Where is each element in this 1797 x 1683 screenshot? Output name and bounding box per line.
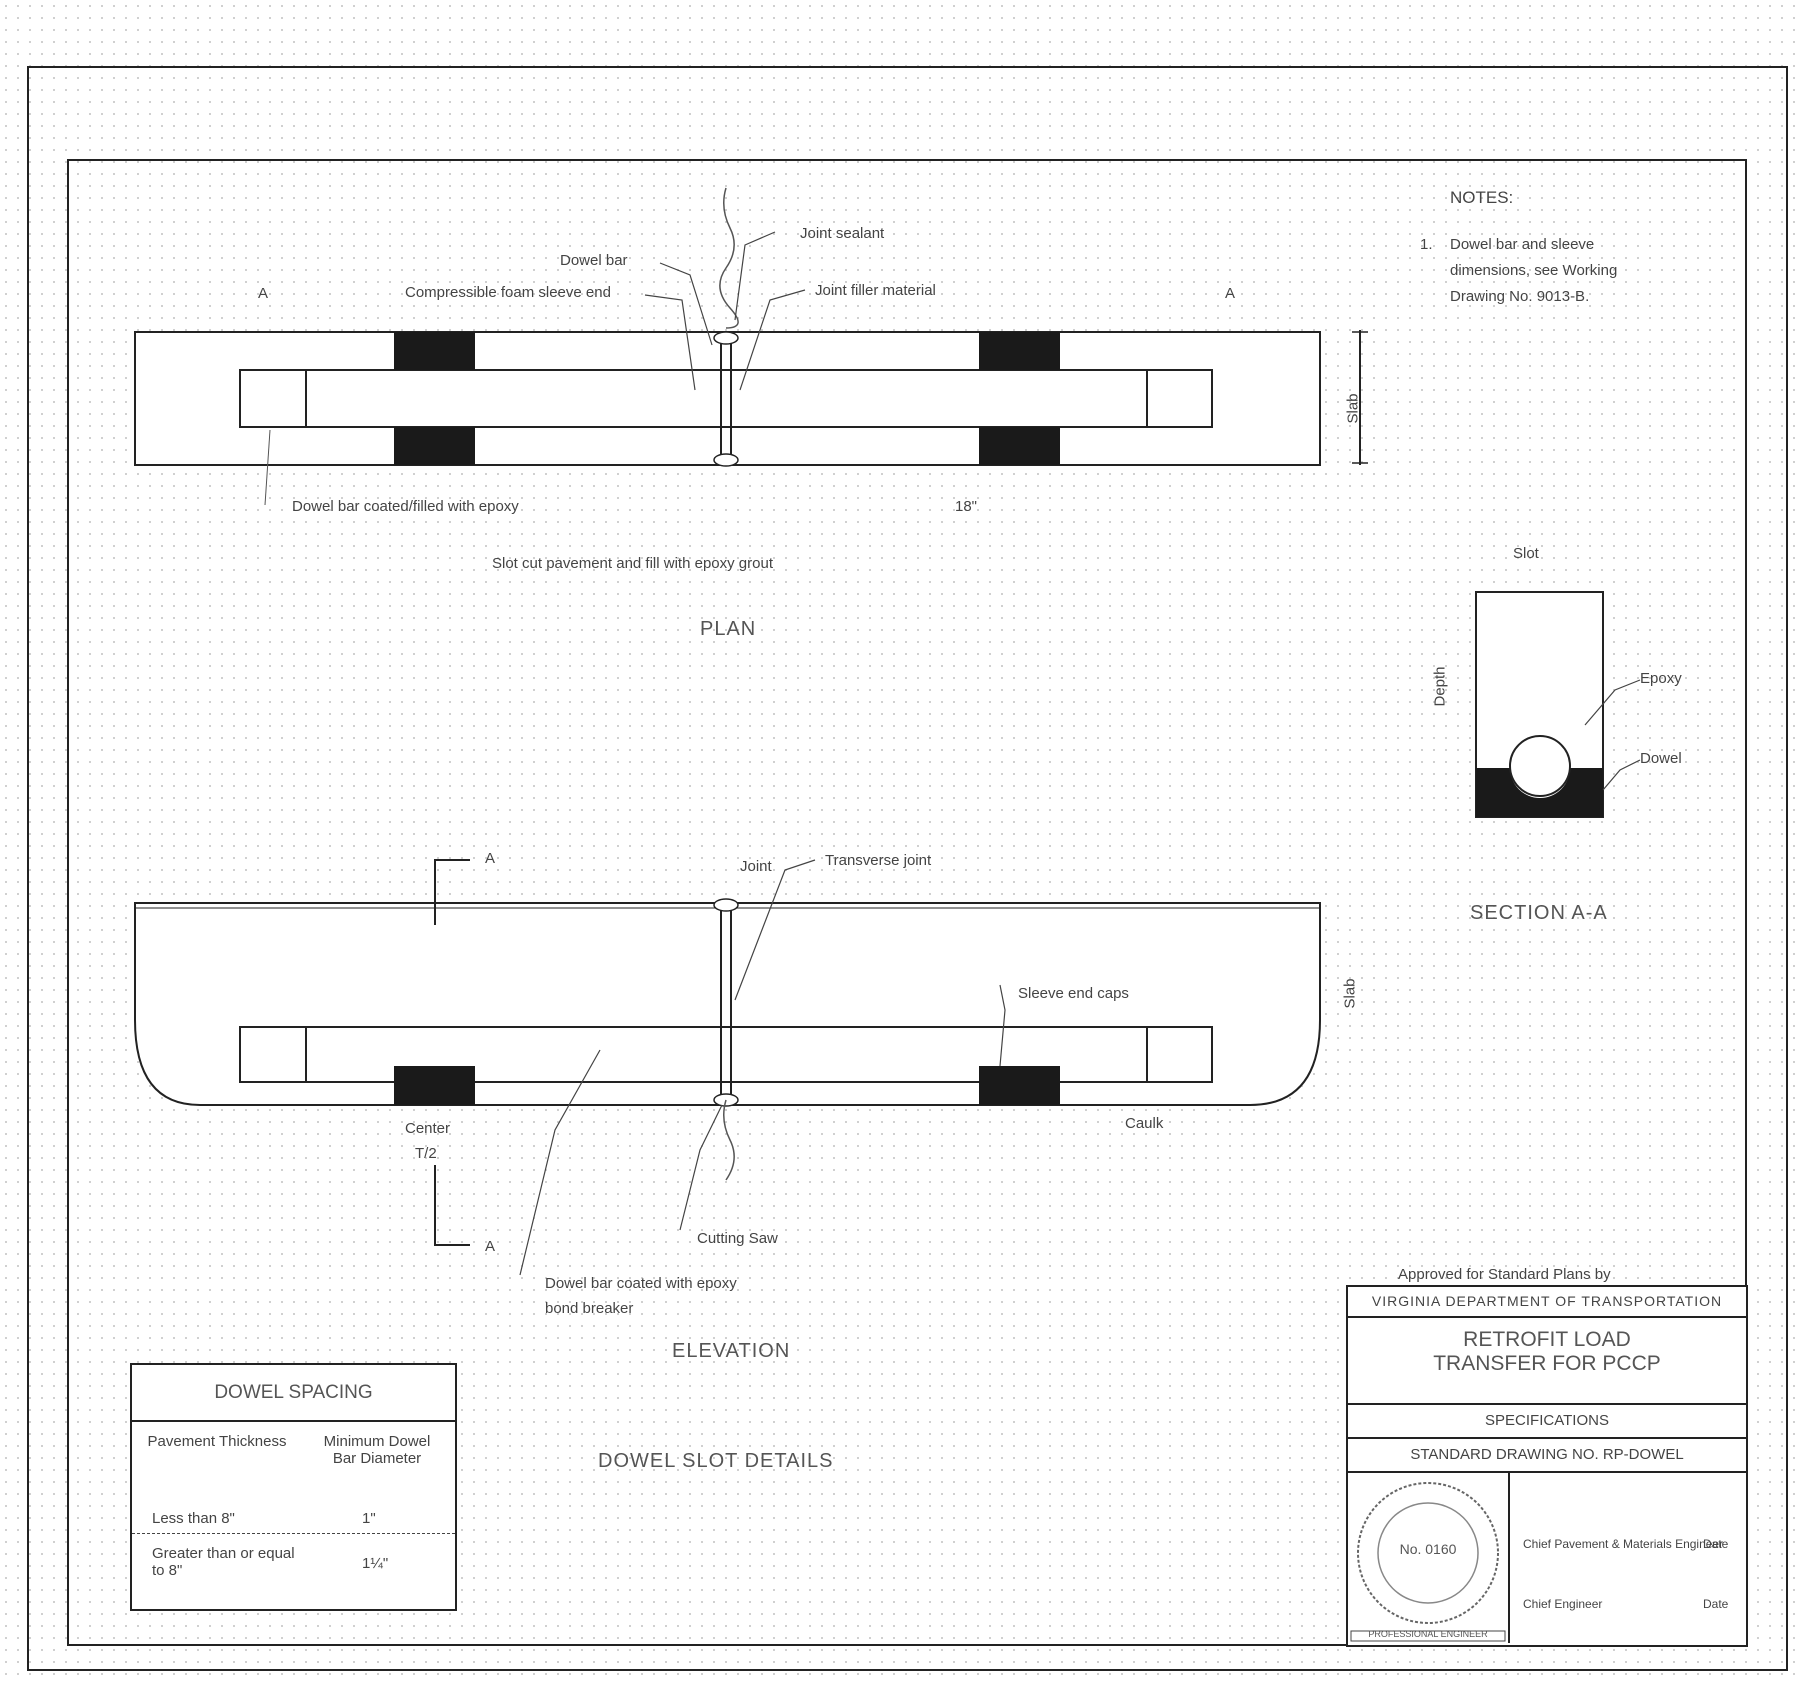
table-row-thickness: Less than 8" <box>152 1510 235 1527</box>
signature-2-date: Date <box>1703 1597 1729 1611</box>
seal-number: No. 0160 <box>1399 1541 1457 1557</box>
plan-bottom-note: Slot cut pavement and fill with epoxy gr… <box>492 555 773 572</box>
signature-1-name: Chief Pavement & Materials Engineer <box>1523 1537 1724 1551</box>
title-block-std-line: STANDARD DRAWING NO. RP-DOWEL <box>1348 1439 1746 1473</box>
label-epoxy-coated: Dowel bar coated/filled with epoxy <box>292 498 519 515</box>
dowel-spacing-table: DOWEL SPACING Pavement Thickness Minimum… <box>130 1363 457 1611</box>
elevation-label-caulk: Caulk <box>1125 1115 1164 1132</box>
table-header-diameter: Minimum Dowel Bar Diameter <box>323 1433 431 1467</box>
label-slab-depth: Slab <box>1344 393 1362 424</box>
title-block-header: Approved for Standard Plans by <box>1398 1266 1611 1283</box>
signature-2-name: Chief Engineer <box>1523 1597 1603 1611</box>
label-joint-sealant: Joint sealant <box>800 225 885 242</box>
elevation-cut-mark-top: A <box>485 850 496 867</box>
notes-line-3: Drawing No. 9013-B. <box>1450 288 1590 305</box>
elevation-label-joint: Joint <box>740 858 772 875</box>
elevation-label-cutting-saw: Cutting Saw <box>697 1230 778 1247</box>
table-row-thickness: Greater than or equal to 8" <box>152 1545 295 1579</box>
elevation-label-bond: bond breaker <box>545 1300 634 1317</box>
notes-line-2: dimensions, see Working <box>1450 262 1618 279</box>
title-block: VIRGINIA DEPARTMENT OF TRANSPORTATION RE… <box>1346 1285 1748 1647</box>
notes-line-1: Dowel bar and sleeve <box>1450 236 1595 253</box>
signature-1-date: Date <box>1703 1537 1729 1551</box>
engineer-seal: No. 0160 PROFESSIONAL ENGINEER <box>1348 1473 1510 1643</box>
plan-view <box>134 187 1368 506</box>
label-joint-filler: Joint filler material <box>815 282 936 299</box>
title-block-spec: SPECIFICATIONS <box>1348 1405 1746 1439</box>
section-mark-left: A <box>258 285 269 302</box>
label-dimension: 18" <box>955 498 978 515</box>
section-title: SECTION A-A <box>1470 902 1608 924</box>
elevation-label-half-t: T/2 <box>415 1145 437 1162</box>
title-line-2: TRANSFER FOR PCCP <box>1433 1352 1661 1375</box>
elevation-label-center: Center <box>405 1120 451 1137</box>
elevation-label-coated: Dowel bar coated with epoxy <box>545 1275 737 1292</box>
section-label-dowel: Dowel <box>1640 750 1682 767</box>
table-row-diameter: 1¼" <box>362 1555 389 1572</box>
label-dowel-bar: Dowel bar <box>560 252 628 269</box>
label-foam-sleeve: Compressible foam sleeve end <box>405 284 611 301</box>
table-title: DOWEL SPACING <box>132 1365 455 1422</box>
elevation-cut-mark-bottom: A <box>485 1238 496 1255</box>
elevation-label-sleeve: Sleeve end caps <box>1018 985 1129 1002</box>
section-label-epoxy: Epoxy <box>1640 670 1682 687</box>
section-dim-top: Slot <box>1513 545 1539 562</box>
elevation-label-transverse: Transverse joint <box>825 852 932 869</box>
detail-title: DOWEL SLOT DETAILS <box>598 1450 834 1472</box>
title-block-agency: VIRGINIA DEPARTMENT OF TRANSPORTATION <box>1348 1287 1746 1318</box>
section-dim-side: Depth <box>1431 666 1449 707</box>
elevation-title: ELEVATION <box>672 1340 791 1362</box>
section-mark-right: A <box>1225 285 1236 302</box>
elevation-label-slab: Slab <box>1341 978 1359 1009</box>
section-aa-view <box>1475 591 1641 818</box>
elevation-view <box>134 859 1321 1276</box>
plan-title: PLAN <box>700 618 757 640</box>
notes-heading: NOTES: <box>1450 188 1514 207</box>
table-row-diameter: 1" <box>362 1510 376 1527</box>
table-header-thickness: Pavement Thickness <box>147 1433 287 1450</box>
title-line-1: RETROFIT LOAD <box>1463 1328 1631 1351</box>
seal-footer: PROFESSIONAL ENGINEER <box>1368 1629 1488 1639</box>
notes-number: 1. <box>1420 236 1433 253</box>
